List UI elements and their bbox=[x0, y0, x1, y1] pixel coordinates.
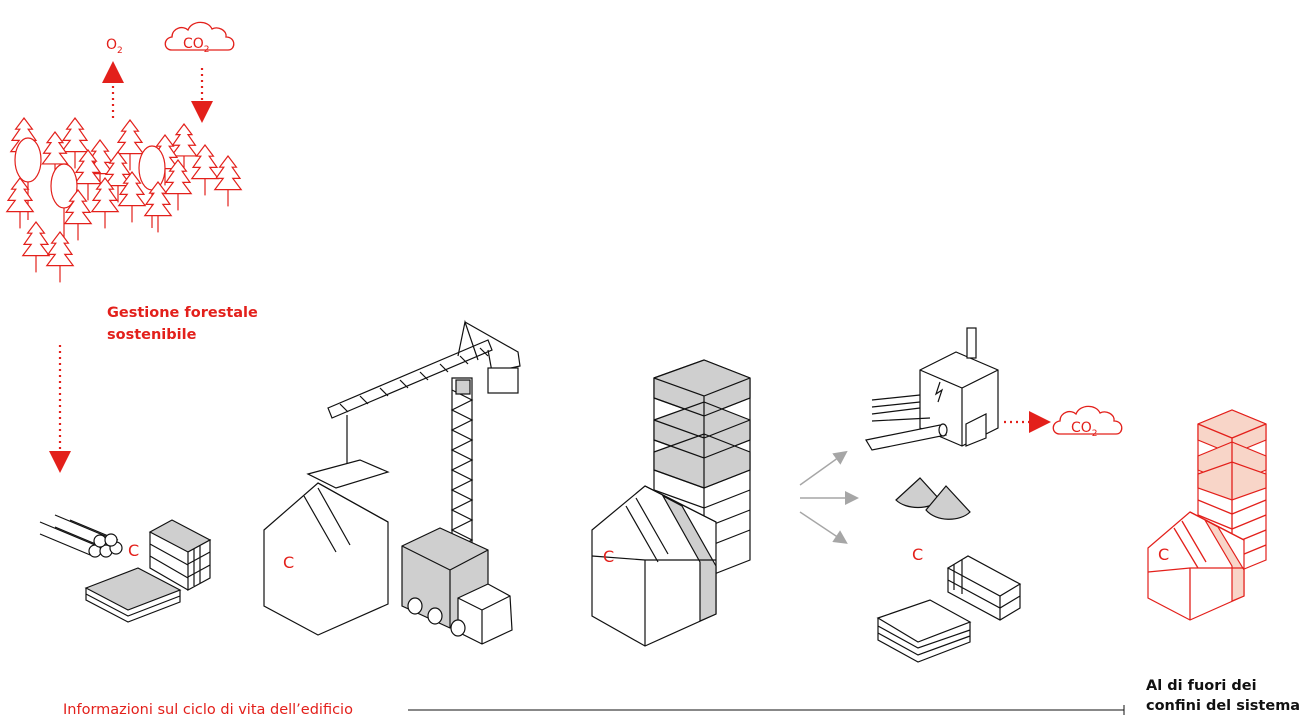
forest-icon bbox=[7, 118, 241, 282]
co2-cloud-icon: CO2 bbox=[165, 22, 234, 55]
pine-tree-icon bbox=[215, 156, 241, 206]
branch-arrow-energy bbox=[800, 455, 842, 485]
outside-boundary-label: Al di fuori dei confini del sistema bbox=[1146, 676, 1300, 716]
building-in-use-icon: C bbox=[592, 360, 750, 646]
svg-text:CO2: CO2 bbox=[183, 36, 210, 55]
o2-label: O2 bbox=[106, 37, 123, 56]
next-life-building-icon: C bbox=[1148, 410, 1266, 620]
carbon-marker: C bbox=[603, 547, 614, 566]
co2-emission-cloud-icon: CO2 bbox=[1053, 406, 1122, 439]
pine-tree-icon bbox=[192, 145, 218, 195]
svg-text:O2: O2 bbox=[106, 37, 123, 56]
lifecycle-label: Informazioni sul ciclo di vita dell’edif… bbox=[63, 700, 353, 720]
forest-management-label: Gestione forestale sostenibile bbox=[107, 302, 258, 346]
carbon-marker: C bbox=[128, 541, 139, 560]
power-plant-icon bbox=[866, 328, 998, 450]
carbon-marker: C bbox=[283, 553, 294, 572]
pine-tree-icon bbox=[23, 222, 49, 272]
pine-tree-icon bbox=[47, 232, 73, 282]
reused-materials-icon: C bbox=[878, 545, 1020, 662]
branch-arrow-reuse bbox=[800, 512, 842, 540]
carbon-marker: C bbox=[1158, 545, 1169, 564]
pine-tree-icon bbox=[7, 178, 33, 228]
svg-text:CO2: CO2 bbox=[1071, 420, 1098, 439]
carbon-marker: C bbox=[912, 545, 923, 564]
landfill-icon bbox=[896, 478, 970, 519]
raw-materials-icon: C bbox=[40, 515, 210, 622]
construction-icon: C bbox=[264, 322, 520, 644]
